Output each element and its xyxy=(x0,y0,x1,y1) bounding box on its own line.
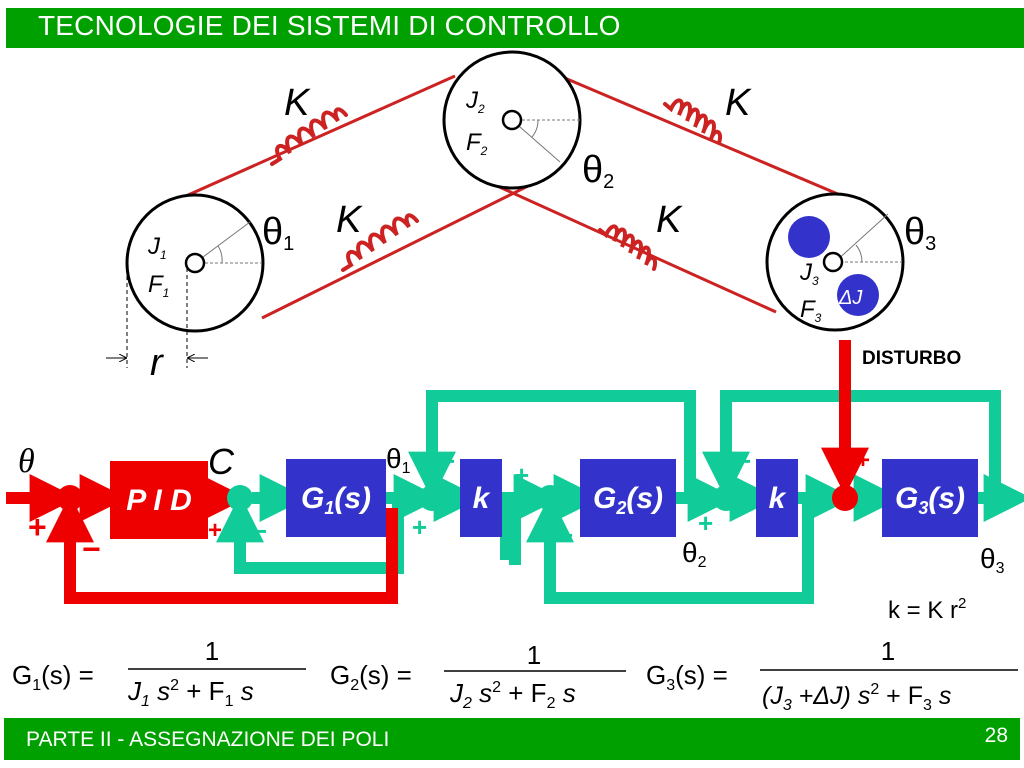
spring-bottom-right xyxy=(598,224,657,271)
footer-bar: PARTE II - ASSEGNAZIONE DEI POLI 28 xyxy=(4,718,1020,760)
eq-g2-lhs: G2(s) = xyxy=(330,660,412,694)
angle-arc-2 xyxy=(531,119,539,138)
radius-dimension xyxy=(106,255,208,368)
angle-line-3 xyxy=(834,213,889,263)
sum-junction-3 xyxy=(537,485,563,511)
g1-label: G1(s) xyxy=(301,482,371,518)
feedback-theta2-to-sum1 xyxy=(408,390,696,500)
k1-label: k xyxy=(473,482,491,515)
eq-g3-numerator: 1 xyxy=(881,636,895,666)
spring-top-left xyxy=(270,107,348,166)
spring-top-right xyxy=(663,98,722,145)
g3-label: G3(s) xyxy=(895,482,965,518)
eq-g1-lhs: G1(s) = xyxy=(12,660,94,694)
g1-block xyxy=(286,459,386,537)
feedback-g3-loop xyxy=(526,494,814,604)
sum-junction-5 xyxy=(832,485,858,511)
sign-plus-sum2: + xyxy=(412,512,427,542)
spring-label-k2: K xyxy=(725,82,752,124)
hub-2 xyxy=(501,109,523,131)
belt-2-3-upper xyxy=(559,74,867,208)
angle-arc-1 xyxy=(217,245,223,264)
belt-2-3-lower xyxy=(494,183,777,314)
title-bar-background xyxy=(6,8,1024,48)
sum-junction-2 xyxy=(419,485,445,511)
theta2-signal-label: θ2 xyxy=(682,537,707,571)
spring-bottom-left xyxy=(341,213,419,272)
sign-minus-sum4: − xyxy=(736,446,751,476)
sign-plus-sum0: + xyxy=(28,509,47,545)
g2-label: G2(s) xyxy=(593,482,663,518)
sum-junction-0 xyxy=(57,485,83,511)
sum-junction-1 xyxy=(227,485,253,511)
slide-title: TECNOLOGIE DEI SISTEMI DI CONTROLLO xyxy=(38,10,621,41)
disk1-inertia-label: J1 xyxy=(147,233,167,262)
eq-g1-numerator: 1 xyxy=(205,636,219,666)
feedback-theta3-to-sum2 xyxy=(702,390,1001,500)
footer-text: PARTE II - ASSEGNAZIONE DEI POLI xyxy=(26,728,390,751)
sum-junction-4 xyxy=(713,485,739,511)
disk2-friction-label: F2 xyxy=(466,129,488,158)
hub-1 xyxy=(184,252,206,274)
k1-block xyxy=(460,459,502,537)
disk1-angle-label: θ1 xyxy=(262,211,294,255)
disk1-friction-label: F1 xyxy=(148,271,169,300)
eq-g2-denominator: J2 s2 + F2 s xyxy=(449,678,576,712)
delta-j-label: ΔJ xyxy=(838,287,863,309)
theta1-signal-label: θ1 xyxy=(386,443,411,477)
block-diagram: P I D G1(s) k G2(s) k G3(s) θ C θ1 θ2 θ3… xyxy=(6,340,1024,624)
g2-block xyxy=(580,459,676,537)
sign-minus-sum0: − xyxy=(82,531,101,567)
angle-line-2 xyxy=(511,119,561,163)
disk2-angle-label: θ2 xyxy=(582,149,614,193)
diagram: K K K K J1 F1 J2 F2 J3 F3 ΔJ θ1 θ2 θ3 r xyxy=(6,50,1024,714)
sign-plus-sum1: + xyxy=(208,517,222,544)
added-mass-1 xyxy=(788,216,830,258)
sign-minus-sum3: − xyxy=(558,520,573,550)
sign-plus-sum4: + xyxy=(698,508,713,538)
disk3-inertia-label: J3 xyxy=(799,259,819,288)
disk3-friction-label: F3 xyxy=(800,296,822,325)
spring-label-k3: K xyxy=(336,199,363,241)
sign-plus-sum3: + xyxy=(514,460,529,490)
feedback-theta1-to-pid xyxy=(46,494,398,604)
transfer-functions: G1(s) = 1 J1 s2 + F1 s G2(s) = 1 J2 s2 +… xyxy=(12,636,1018,714)
control-signal-label: C xyxy=(208,441,235,482)
theta3-signal-label: θ3 xyxy=(980,543,1005,577)
disk3-angle-label: θ3 xyxy=(904,211,936,255)
g3-block xyxy=(882,459,978,537)
k2-block xyxy=(756,459,798,537)
eq-g3-lhs: G3(s) = xyxy=(646,660,728,694)
spring-label-k4: K xyxy=(656,199,683,241)
angle-line-1 xyxy=(194,221,251,264)
eq-g2-numerator: 1 xyxy=(527,640,541,670)
radius-label: r xyxy=(150,342,164,384)
eq-g3-denominator: (J3 +ΔJ) s2 + F3 s xyxy=(762,681,951,714)
pid-label: P I D xyxy=(126,484,192,517)
title-bar: TECNOLOGIE DEI SISTEMI DI CONTROLLO xyxy=(0,0,1024,50)
eq-g1-denominator: J1 s2 + F1 s xyxy=(127,676,254,710)
disturbance-label: DISTURBO xyxy=(862,348,961,369)
k-relation: k = K r2 xyxy=(888,595,966,624)
belt-1-2-lower xyxy=(261,183,531,320)
sign-plus-disturbance: + xyxy=(856,447,870,474)
hub-3 xyxy=(822,251,844,273)
k2-label: k xyxy=(769,482,787,515)
sign-minus-sum2-top: − xyxy=(440,446,455,476)
pid-block xyxy=(110,461,208,539)
disk2-inertia-label: J2 xyxy=(465,87,485,116)
spring-label-k1: K xyxy=(284,82,311,124)
sign-minus-sum1: − xyxy=(252,516,267,546)
mechanical-system: K K K K J1 F1 J2 F2 J3 F3 ΔJ θ1 θ2 θ3 r xyxy=(106,50,961,384)
angle-arc-3 xyxy=(855,244,863,263)
added-mass-2 xyxy=(837,274,879,316)
page-number: 28 xyxy=(984,724,1008,747)
reference-input-label: θ xyxy=(18,443,35,480)
